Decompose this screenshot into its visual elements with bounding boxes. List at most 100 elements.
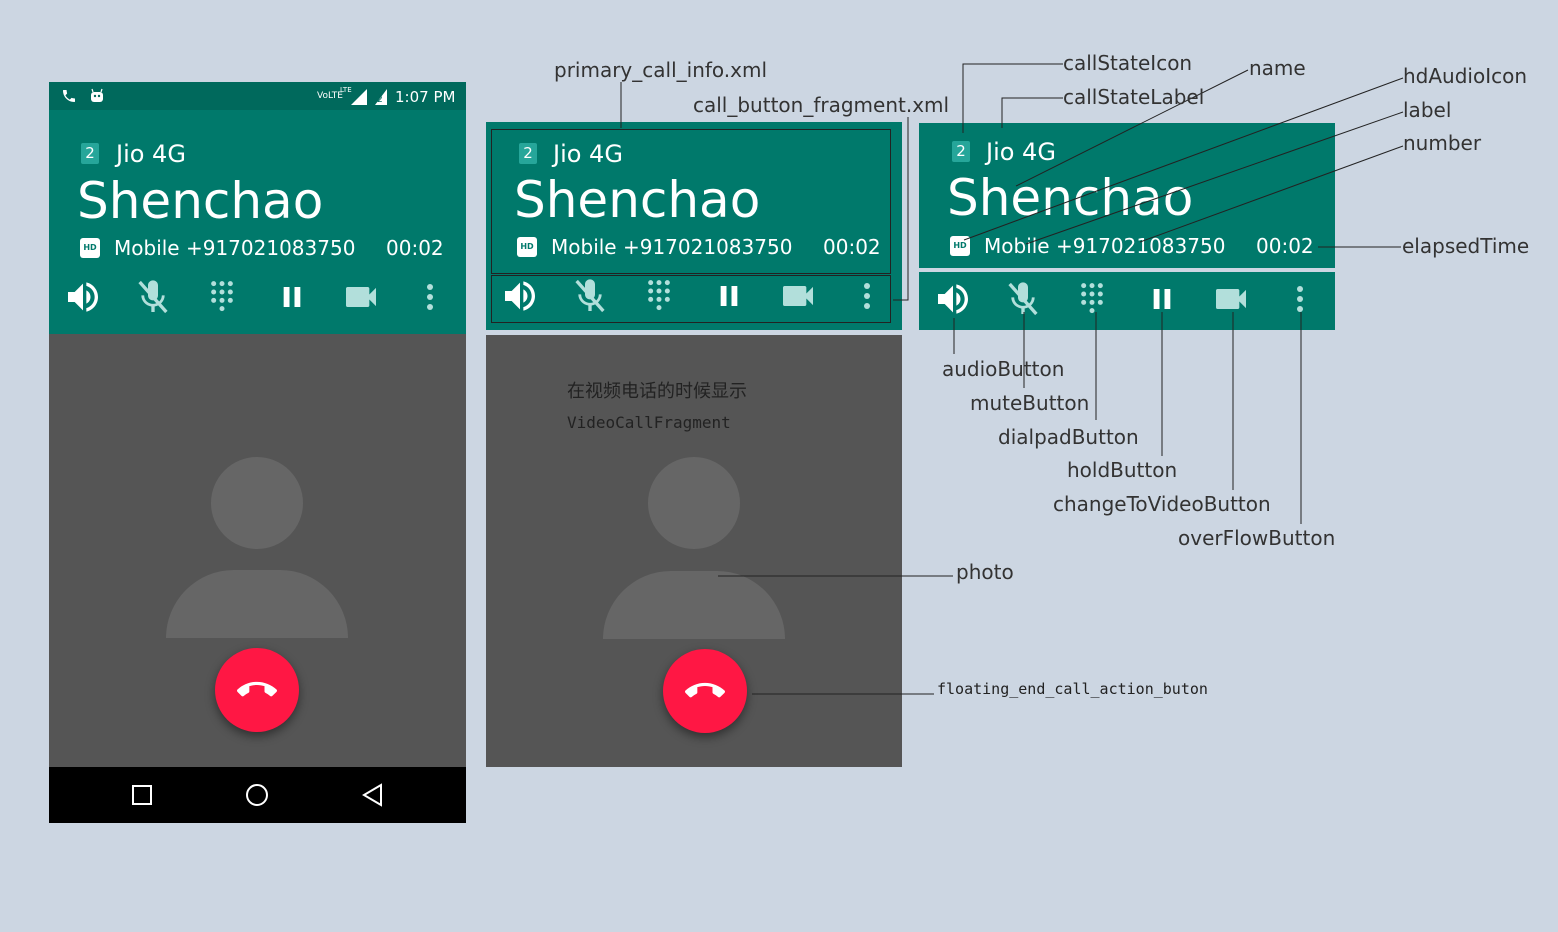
audio-button[interactable] — [63, 277, 103, 317]
volume-icon — [68, 282, 98, 312]
leader-name — [1015, 69, 1249, 187]
dialpad-icon — [1081, 283, 1103, 314]
caller-name: Shenchao — [77, 172, 324, 230]
caller-number: Mobile +917021083750 — [551, 235, 793, 259]
recents-square-icon[interactable] — [131, 784, 153, 806]
call-card: 2 Jio 4G Shenchao HD Mobile +91702108375… — [49, 110, 466, 334]
end-call-icon — [237, 681, 277, 697]
leader-call-state-label — [1001, 97, 1063, 128]
label-number: number — [1403, 131, 1482, 155]
signal-icon — [351, 89, 367, 105]
label-hold-button: holdButton — [1067, 458, 1178, 482]
label-name: name — [1249, 56, 1306, 80]
label-call-button-fragment: call_button_fragment.xml — [693, 93, 950, 117]
avatar-body — [166, 570, 348, 638]
photo-area — [49, 334, 466, 767]
label-elapsed-time: elapsedTime — [1402, 234, 1530, 258]
mic-off-icon — [575, 279, 605, 313]
volte-indicator: VoLTE — [317, 91, 343, 101]
label-dialpad-button: dialpadButton — [998, 425, 1139, 449]
change-to-video-button[interactable] — [778, 276, 818, 316]
change-to-video-button[interactable] — [341, 277, 381, 317]
panel2-photo-area: 在视频电话的时候显示 VideoCallFragment — [486, 335, 902, 767]
videocam-icon — [1216, 289, 1246, 309]
more-vert-icon — [427, 284, 433, 310]
dialpad-button[interactable] — [639, 276, 679, 316]
caller-name: Shenchao — [947, 169, 1194, 227]
label-end-call: floating_end_call_action_buton — [937, 680, 1208, 698]
call-button-fragment-outline — [491, 275, 891, 323]
end-call-button[interactable] — [215, 648, 299, 732]
dialpad-button[interactable] — [1072, 279, 1112, 319]
more-vert-icon — [864, 283, 870, 309]
leader-hd-audio-icon — [963, 77, 1404, 241]
caller-number: Mobile +917021083750 — [114, 236, 356, 260]
label-call-state-icon: callStateIcon — [1063, 51, 1193, 75]
dialpad-button[interactable] — [202, 277, 242, 317]
phone-panel: VoLTE LTE 2 1:07 PM 2 Jio 4G Shenchao HD… — [49, 82, 466, 823]
hold-button[interactable] — [709, 276, 749, 316]
primary-call-info-outline — [491, 129, 891, 274]
label-overflow-button: overFlowButton — [1178, 526, 1336, 550]
call-state-label: Jio 4G — [116, 140, 186, 168]
call-state-label: Jio 4G — [553, 140, 623, 168]
avatar-head — [211, 457, 303, 549]
mute-button[interactable] — [133, 277, 173, 317]
pause-icon — [720, 286, 738, 306]
end-call-icon — [685, 682, 725, 698]
sim-slot-badge: 2 — [519, 143, 537, 164]
hd-audio-icon: HD — [517, 237, 537, 257]
avatar-head — [648, 457, 740, 549]
hold-button[interactable] — [1142, 279, 1182, 319]
elapsed-time: 00:02 — [386, 236, 444, 260]
label-audio-button: audioButton — [942, 357, 1065, 381]
lte-indicator: LTE — [340, 86, 352, 94]
elapsed-time: 00:02 — [1256, 234, 1314, 258]
caller-number: Mobile +917021083750 — [984, 234, 1226, 258]
call-state-label: Jio 4G — [986, 138, 1056, 166]
end-call-button[interactable] — [663, 649, 747, 733]
overflow-button[interactable] — [1280, 279, 1320, 319]
more-vert-icon — [1297, 286, 1303, 312]
mute-button[interactable] — [1003, 279, 1043, 319]
panel2-call-card: 2 Jio 4G Shenchao HD Mobile +91702108375… — [486, 122, 902, 330]
label-call-state-label: callStateLabel — [1063, 85, 1205, 109]
android-icon — [91, 88, 103, 102]
nav-bar — [49, 767, 466, 823]
overflow-button[interactable] — [410, 277, 450, 317]
dialpad-icon — [211, 281, 233, 312]
change-to-video-button[interactable] — [1211, 279, 1251, 319]
label-hd-audio-icon: hdAudioIcon — [1403, 64, 1528, 88]
audio-button[interactable] — [933, 279, 973, 319]
hd-audio-icon: HD — [80, 238, 100, 258]
mic-off-icon — [138, 280, 168, 314]
label-primary-call-info: primary_call_info.xml — [554, 58, 768, 82]
status-bar: VoLTE LTE 2 1:07 PM — [49, 82, 466, 110]
dialpad-icon — [648, 280, 670, 311]
home-circle-icon[interactable] — [245, 783, 269, 807]
sim-signal-icon: 2 — [375, 89, 387, 105]
video-note-text: 在视频电话的时候显示 — [567, 381, 747, 402]
mute-button[interactable] — [570, 276, 610, 316]
elapsed-time: 00:02 — [823, 235, 881, 259]
label-label: label — [1403, 98, 1452, 122]
label-photo: photo — [956, 560, 1014, 584]
hd-audio-icon: HD — [950, 236, 970, 256]
overflow-button[interactable] — [847, 276, 887, 316]
leader-label — [1025, 111, 1404, 245]
phone-icon — [63, 90, 75, 102]
volume-icon — [938, 284, 968, 314]
avatar-body — [603, 571, 785, 639]
leader-number — [1139, 145, 1404, 243]
back-triangle-icon[interactable] — [361, 783, 383, 807]
pause-icon — [1153, 289, 1171, 309]
label-change-to-video-button: changeToVideoButton — [1053, 492, 1271, 516]
status-time: 1:07 PM — [395, 88, 456, 106]
hold-button[interactable] — [272, 277, 312, 317]
leader-call-button-fragment — [893, 117, 909, 301]
audio-button[interactable] — [500, 276, 540, 316]
caller-name: Shenchao — [514, 171, 761, 229]
videocam-icon — [783, 286, 813, 306]
videocam-icon — [346, 287, 376, 307]
